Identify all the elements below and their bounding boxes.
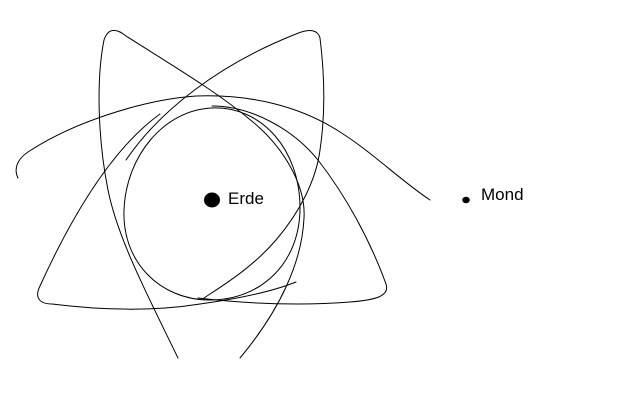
moon-label: Mond — [481, 185, 524, 204]
lobe-top-left-curve — [98, 30, 305, 359]
lobe-bottom-left-curve — [37, 113, 297, 310]
wandering-orbit-curve — [15, 95, 431, 201]
earth-dot — [204, 192, 220, 208]
lobe-upper-arc-curve — [125, 30, 321, 161]
inner-orbit-curve — [123, 107, 301, 301]
moon-dot — [462, 196, 470, 204]
earth-label: Erde — [228, 189, 264, 208]
lobe-top-right-curve — [203, 37, 325, 299]
lobe-bottom-right-curve — [197, 105, 388, 305]
